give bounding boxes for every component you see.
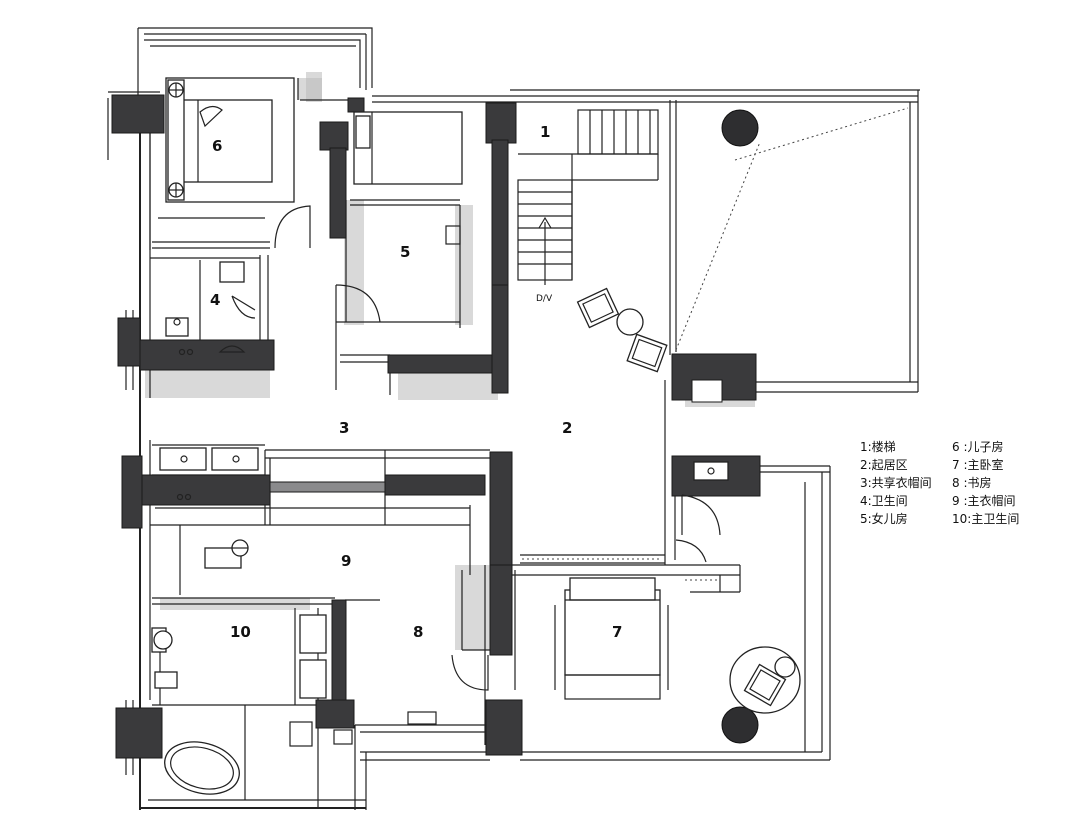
stair-direction-label: D/V xyxy=(536,294,553,304)
bath-10-fixtures xyxy=(151,614,353,795)
terrace-diagonal-2 xyxy=(734,107,909,161)
room-7-vanity xyxy=(693,461,729,481)
staircase: D/V xyxy=(517,109,659,304)
legend-item: 5:女儿房 xyxy=(860,512,908,526)
room-number-4: 4 xyxy=(210,291,220,309)
legend-item: 3:共享衣帽间 xyxy=(860,476,932,490)
legend-item: 6 :儿子房 xyxy=(952,440,1004,454)
room-number-6: 6 xyxy=(212,137,222,155)
legend-item: 1:楼梯 xyxy=(860,440,896,454)
legend-item: 8 :书房 xyxy=(952,476,992,490)
study-8-fixtures xyxy=(407,654,489,725)
master-armchair xyxy=(729,646,801,714)
legend-item: 2:起居区 xyxy=(860,458,908,472)
room-5-door xyxy=(335,225,461,323)
legend-item: 10:主卫生间 xyxy=(952,512,1020,526)
round-column-top xyxy=(721,109,759,147)
outer-outlines xyxy=(107,27,920,810)
interior-lines xyxy=(149,78,741,810)
room-legend: 1:楼梯 6 :儿子房 2:起居区 7 :主卧室 3:共享衣帽间 8 :书房 4… xyxy=(860,440,1060,527)
terrace-diagonal-1 xyxy=(675,141,761,351)
room-number-7: 7 xyxy=(612,623,622,641)
room-number-3: 3 xyxy=(339,419,349,437)
lounge-chairs xyxy=(576,287,668,373)
wardrobe-3-basins xyxy=(159,447,259,501)
room-number-5: 5 xyxy=(400,243,410,261)
room-number-2: 2 xyxy=(562,419,572,437)
room-9-desk xyxy=(204,539,249,569)
room-number-8: 8 xyxy=(413,623,423,641)
legend-item: 4:卫生间 xyxy=(860,494,908,508)
legend-item: 9 :主衣帽间 xyxy=(952,494,1016,508)
round-column-bottom xyxy=(721,706,759,744)
door-swings xyxy=(675,494,721,563)
bed-room-7 xyxy=(554,577,669,700)
room-number-9: 9 xyxy=(341,552,351,570)
legend-item: 7 :主卧室 xyxy=(952,458,1004,472)
bed-room-6 xyxy=(165,77,295,203)
bathroom-4-fixtures xyxy=(165,261,256,356)
room-number-1: 1 xyxy=(540,123,550,141)
walls xyxy=(111,94,761,759)
desk-room-6 xyxy=(158,205,311,249)
room-number-10: 10 xyxy=(230,623,251,641)
bed-room-5 xyxy=(353,111,463,185)
